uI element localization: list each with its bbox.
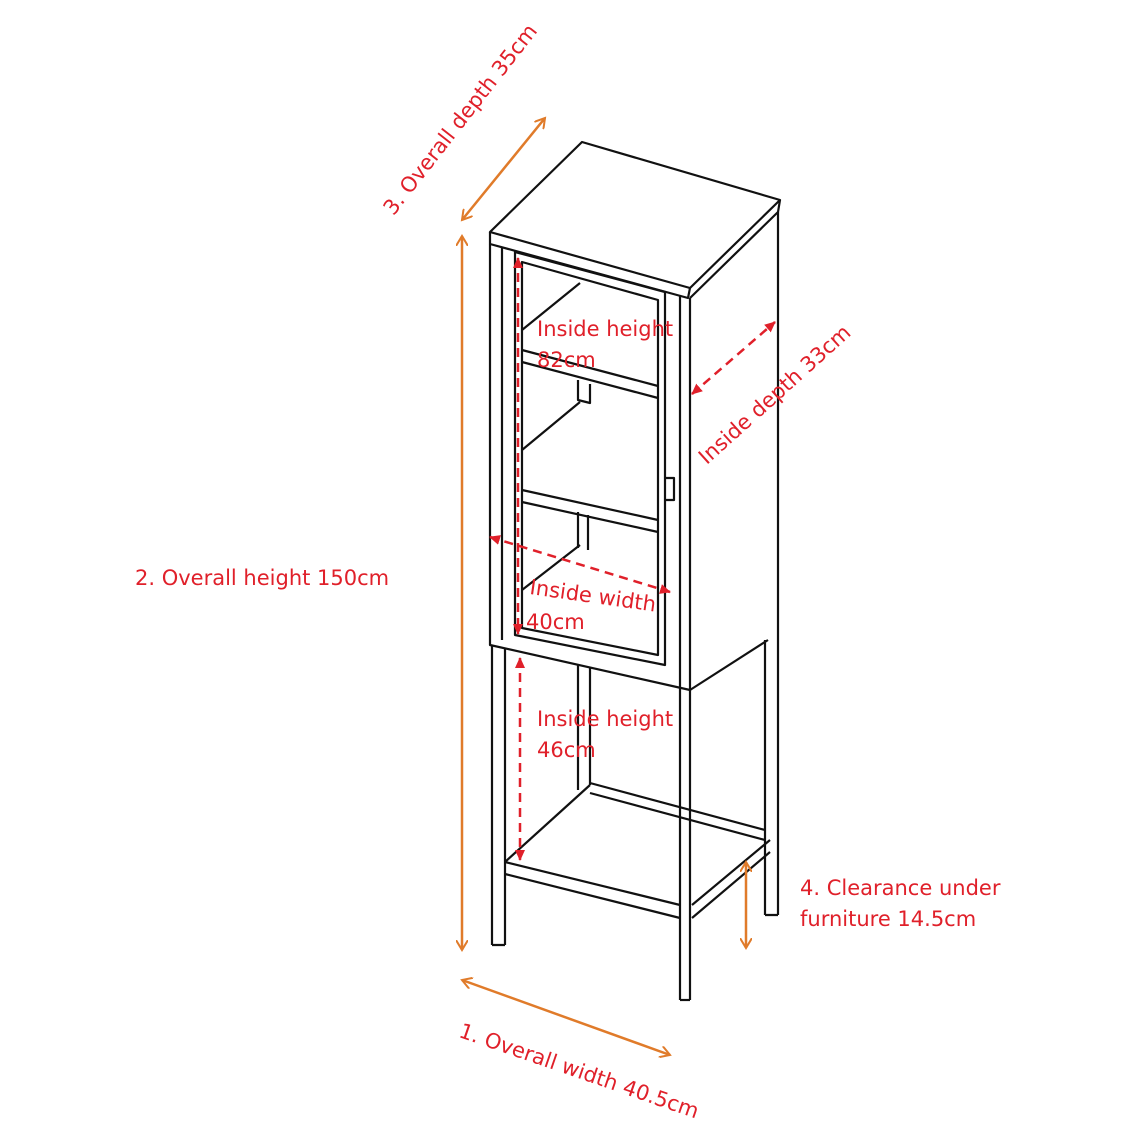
inside-height-top-label-line1: Inside height <box>537 317 674 341</box>
clearance-label-line1: 4. Clearance under <box>800 876 1001 900</box>
inside-width-label-line2: 40cm <box>526 610 585 634</box>
shelf <box>521 488 659 534</box>
cabinet-outline <box>488 140 782 1002</box>
leg-front-left <box>490 645 507 947</box>
clearance-label-line2: furniture 14.5cm <box>800 907 977 931</box>
lower-shelf <box>504 860 681 920</box>
cabinet-body <box>488 244 691 692</box>
shelf <box>521 348 659 400</box>
overall-depth-arrow <box>462 118 545 220</box>
overall-width-arrow <box>462 980 670 1055</box>
leg-back-right <box>763 640 778 917</box>
inside-height-top-label-line2: 82cm <box>537 348 596 372</box>
overall-height-label: 2. Overall height 150cm <box>135 566 390 590</box>
inside-depth-arrow <box>691 321 776 395</box>
leg-back-left <box>576 665 592 790</box>
inside-height-bottom-label-line1: Inside height <box>537 707 674 731</box>
inside-width-arrow <box>489 535 671 594</box>
inside-height-bottom-label-line2: 46cm <box>537 738 596 762</box>
